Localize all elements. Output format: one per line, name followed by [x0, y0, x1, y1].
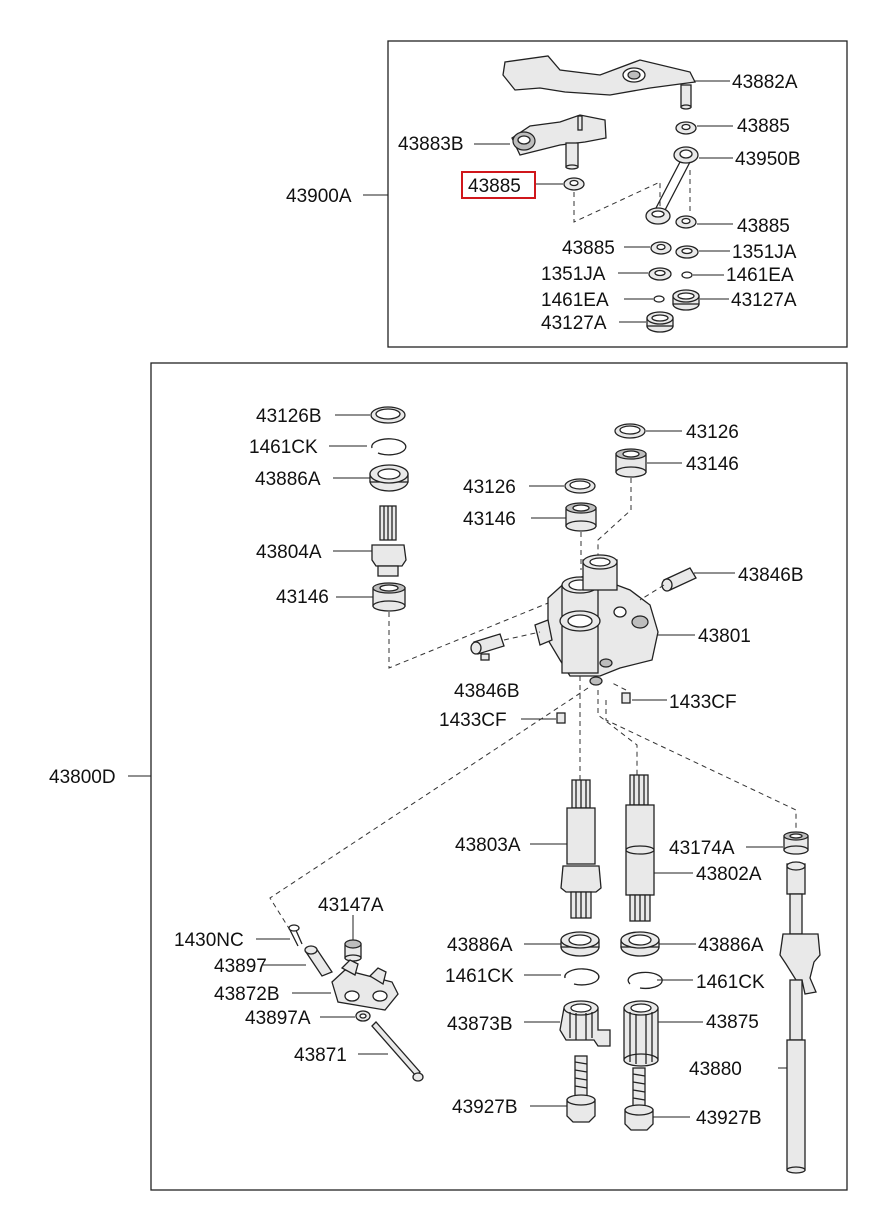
part-43883B-lever: [511, 114, 607, 170]
part-43897-pin: [304, 945, 333, 977]
label-43897A[interactable]: 43897A: [245, 1008, 311, 1029]
label-43897[interactable]: 43897: [214, 956, 267, 977]
part-43885-washer-b: [675, 215, 697, 229]
part-43885-washer-selected: [563, 177, 585, 191]
part-43802A-shaft: [625, 774, 655, 922]
label-1461CK-c[interactable]: 1461CK: [696, 972, 765, 993]
label-43873B[interactable]: 43873B: [447, 1014, 513, 1035]
part-43174A-bearing: [783, 831, 809, 855]
part-43886A-seal-c: [620, 931, 660, 957]
part-43882A-lever: [502, 55, 696, 110]
label-1433CF-left[interactable]: 1433CF: [439, 710, 507, 731]
label-43146-right[interactable]: 43146: [686, 454, 739, 475]
label-43146-left[interactable]: 43146: [276, 587, 329, 608]
part-43803A-shaft: [560, 779, 602, 919]
part-1433CF-dowel-right: [621, 692, 631, 704]
selected-part-highlight[interactable]: [461, 171, 536, 199]
part-43846B-pin-left: [470, 633, 505, 661]
part-43873B-gear: [559, 1000, 611, 1047]
label-43886A-c[interactable]: 43886A: [698, 935, 764, 956]
part-1461CK-snapring-c: [627, 971, 663, 989]
label-43147A[interactable]: 43147A: [318, 895, 384, 916]
label-43886A-a[interactable]: 43886A: [255, 469, 321, 490]
assembly-label-43800D[interactable]: 43800D: [49, 767, 116, 788]
label-43885-a[interactable]: 43885: [737, 116, 790, 137]
part-43927B-bolt-left: [566, 1055, 596, 1123]
part-1461EA-clip-left: [653, 295, 665, 303]
label-43885-selected[interactable]: 43885: [468, 176, 521, 197]
label-43880[interactable]: 43880: [689, 1059, 742, 1080]
label-43846B-left[interactable]: 43846B: [454, 681, 520, 702]
part-43146-bearing-left: [372, 582, 406, 612]
label-43803A[interactable]: 43803A: [455, 835, 521, 856]
label-43846B-right[interactable]: 43846B: [738, 565, 804, 586]
part-43872B-bracket: [331, 959, 399, 1011]
part-43886A-seal-a: [369, 464, 409, 492]
label-1461CK-b[interactable]: 1461CK: [445, 966, 514, 987]
part-43126B-ring: [370, 406, 406, 424]
label-1351JA-right[interactable]: 1351JA: [732, 242, 797, 263]
label-43883B[interactable]: 43883B: [398, 134, 464, 155]
label-43927B-left[interactable]: 43927B: [452, 1097, 518, 1118]
part-1461EA-clip-right: [681, 271, 693, 279]
label-43950B[interactable]: 43950B: [735, 149, 801, 170]
part-43147A-bushing: [344, 939, 362, 962]
part-1351JA-nut-left: [648, 267, 672, 281]
part-43950B-link: [645, 146, 699, 225]
label-43146-mid[interactable]: 43146: [463, 509, 516, 530]
part-1461CK-snapring-b: [564, 968, 600, 986]
label-43801[interactable]: 43801: [698, 626, 751, 647]
label-43886A-b[interactable]: 43886A: [447, 935, 513, 956]
part-1433CF-dowel-left: [556, 712, 566, 724]
part-1430NC-split-pin: [288, 924, 303, 947]
label-43885-c[interactable]: 43885: [562, 238, 615, 259]
part-43885-washer-c: [650, 241, 672, 255]
label-43127A-right[interactable]: 43127A: [731, 290, 797, 311]
label-43802A[interactable]: 43802A: [696, 864, 762, 885]
part-43801-housing: [534, 554, 659, 686]
part-43871-pin: [371, 1021, 424, 1082]
part-1351JA-nut-right: [675, 245, 699, 259]
label-43927B-right[interactable]: 43927B: [696, 1108, 762, 1129]
part-43146-bearing-mid: [565, 502, 597, 532]
label-1430NC[interactable]: 1430NC: [174, 930, 244, 951]
part-43886A-seal-b: [560, 931, 600, 957]
label-43872B[interactable]: 43872B: [214, 984, 280, 1005]
label-1461CK-a[interactable]: 1461CK: [249, 437, 318, 458]
label-43804A[interactable]: 43804A: [256, 542, 322, 563]
part-43846B-pin-right: [661, 567, 697, 592]
part-43127A-bushing-right: [672, 289, 700, 311]
label-1433CF-right[interactable]: 1433CF: [669, 692, 737, 713]
label-43126-mid[interactable]: 43126: [463, 477, 516, 498]
part-43804A-shaft: [371, 505, 407, 577]
upper-assembly-frame: [387, 40, 848, 348]
part-43927B-bolt-right: [624, 1067, 654, 1131]
part-43146-bearing-right: [615, 448, 647, 478]
label-43875[interactable]: 43875: [706, 1012, 759, 1033]
part-43885-washer-a: [675, 121, 697, 135]
part-43127A-bushing-left: [646, 311, 674, 333]
label-1461EA-left[interactable]: 1461EA: [541, 290, 609, 311]
part-43880-rail: [779, 861, 821, 1174]
label-1461EA-right[interactable]: 1461EA: [726, 265, 794, 286]
part-43126-ring-mid: [564, 478, 596, 494]
label-43885-b[interactable]: 43885: [737, 216, 790, 237]
assembly-label-43900A[interactable]: 43900A: [286, 186, 352, 207]
label-43126-right[interactable]: 43126: [686, 422, 739, 443]
part-43897A-washer: [355, 1010, 371, 1022]
label-43174A[interactable]: 43174A: [669, 838, 735, 859]
label-43127A-left[interactable]: 43127A: [541, 313, 607, 334]
part-43875-gear: [623, 1000, 659, 1067]
label-43126B[interactable]: 43126B: [256, 406, 322, 427]
label-43882A[interactable]: 43882A: [732, 72, 798, 93]
part-1461CK-snapring-a: [371, 438, 407, 456]
label-43871[interactable]: 43871: [294, 1045, 347, 1066]
label-1351JA-left[interactable]: 1351JA: [541, 264, 606, 285]
part-43126-ring-right: [614, 423, 646, 439]
